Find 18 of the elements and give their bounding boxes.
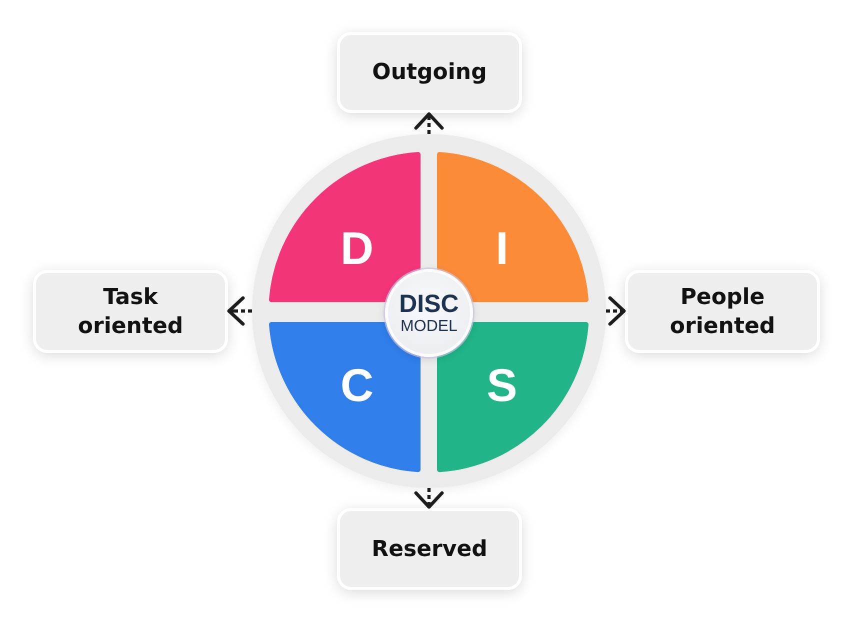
label-box [33, 270, 228, 353]
arrow [414, 112, 444, 134]
box-label: People oriented [668, 284, 776, 340]
label-box [337, 508, 522, 590]
box-label: Reserved [372, 536, 488, 564]
arrow [227, 296, 252, 326]
quadrant-letter: I [496, 224, 508, 271]
model-subtitle: MODEL [400, 318, 458, 334]
quadrant-letter: S [486, 362, 518, 408]
box-label: Outgoing [372, 59, 487, 87]
label-box [337, 32, 522, 113]
label-box [625, 270, 820, 353]
model-title: DISC [399, 292, 459, 316]
arrow [606, 296, 626, 326]
quadrant-letter: C [340, 362, 374, 408]
box-label: Task oriented [76, 284, 184, 340]
arrow [414, 488, 444, 509]
quadrant-letter: D [340, 224, 374, 271]
